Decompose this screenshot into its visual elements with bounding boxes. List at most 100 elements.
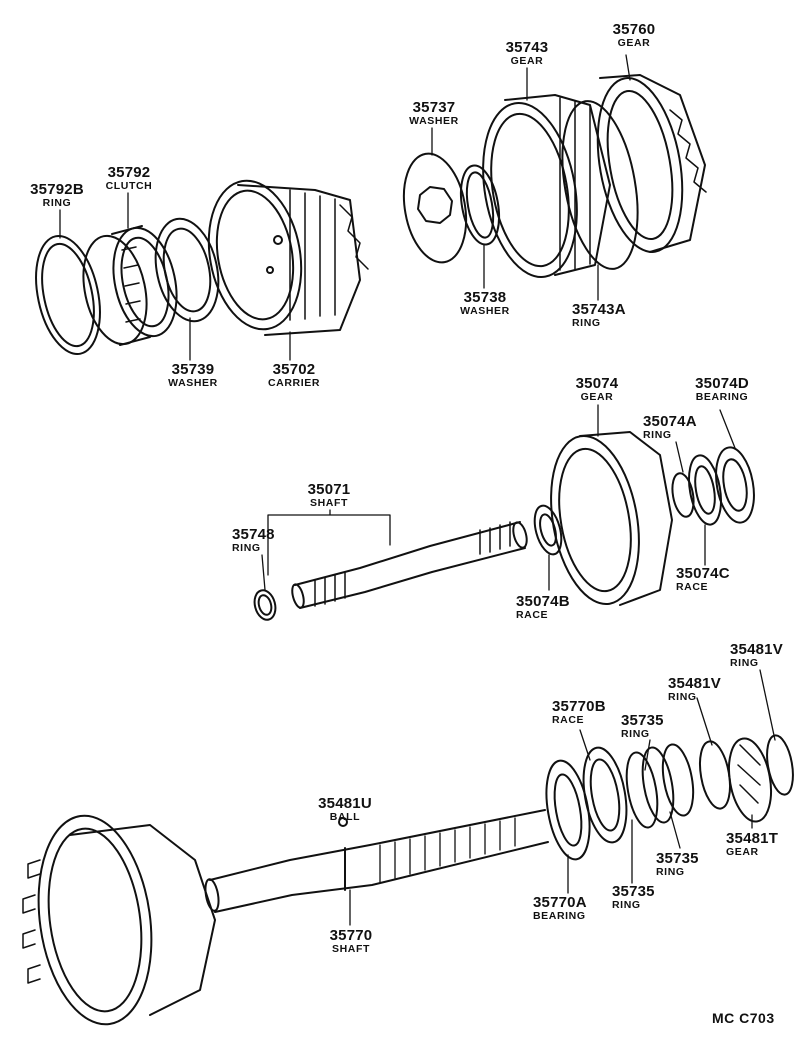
part-label-35071: 35071 SHAFT [298,482,360,509]
ring-35074a-drawing [671,472,695,518]
part-label-35739: 35739 WASHER [158,362,228,389]
part-number: 35792 [107,164,151,181]
ring-35748-drawing [253,589,277,621]
part-name: GEAR [510,55,544,67]
ring-35743a-drawing [561,100,639,270]
part-number: 35702 [272,361,316,378]
part-number: 35074C [676,565,730,582]
carrier-35702-drawing [207,179,369,336]
ball-35481u-drawing [338,817,348,827]
part-name: RING [730,657,759,669]
part-number: 35743 [505,39,549,56]
rings-35735-drawing [625,743,695,829]
race-35074b-drawing [533,504,563,556]
part-name: SHAFT [310,497,348,509]
part-number: 35770 [329,927,373,944]
part-label-35735-mid: 35735 RING [656,851,718,878]
part-name: RING [42,197,72,209]
part-name: RING [643,429,672,441]
part-name: WASHER [409,115,459,127]
part-name: RACE [552,714,585,726]
part-label-35481v-top: 35481V RING [730,642,800,669]
part-name: WASHER [168,377,218,389]
part-label-35074d: 35074D BEARING [684,376,760,403]
race-35770b-drawing [582,746,628,844]
part-name: CLUTCH [105,180,153,192]
part-name: GEAR [617,37,651,49]
part-label-35737: 35737 WASHER [400,100,468,127]
part-name: RING [621,728,650,740]
part-label-35735-top: 35735 RING [621,713,683,740]
part-name: WASHER [460,305,510,317]
part-number: 35770B [552,698,606,715]
part-label-35738: 35738 WASHER [450,290,520,317]
part-number: 35074B [516,593,570,610]
part-label-35074: 35074 GEAR [566,376,628,403]
part-name: SHAFT [332,943,370,955]
gear-35481t-drawing [727,737,773,823]
part-label-35792: 35792 CLUTCH [98,165,160,192]
diagram-code: MC C703 [712,1010,775,1026]
part-number: 35748 [232,526,275,543]
part-label-35481v-mid: 35481V RING [668,676,738,703]
part-name: RING [612,899,641,911]
part-label-35074b: 35074B RACE [516,594,590,621]
part-name: RING [232,542,261,554]
shaft-35770-drawing [204,809,549,913]
part-label-35074c: 35074C RACE [676,566,750,593]
part-name: BALL [329,811,361,823]
part-number: 35735 [612,883,655,900]
part-name: GEAR [580,391,614,403]
part-number: 35074 [575,375,619,392]
part-number: 35071 [307,481,351,498]
ring-35481v-top-drawing [766,734,794,796]
part-number: 35481T [726,830,779,847]
part-label-35702: 35702 CARRIER [258,362,330,389]
part-number: 35074A [643,413,697,430]
bearing-35074d-drawing [715,446,755,524]
part-number: 35735 [656,850,699,867]
ring-35792b-drawing [35,234,101,356]
part-number: 35481V [730,641,783,658]
part-number: 35481U [318,795,372,812]
part-label-35770a: 35770A BEARING [533,895,611,922]
race-35074c-drawing [688,454,722,526]
part-label-35481t: 35481T GEAR [726,831,796,858]
part-number: 35770A [533,894,587,911]
part-number: 35738 [463,289,507,306]
part-name: RACE [676,581,709,593]
part-number: 35735 [621,712,664,729]
part-number: 35737 [412,99,456,116]
part-label-35743a: 35743A RING [572,302,648,329]
part-label-35743: 35743 GEAR [497,40,557,67]
part-label-35760: 35760 GEAR [604,22,664,49]
part-label-35481u: 35481U BALL [313,796,377,823]
part-number: 35074D [695,375,749,392]
part-label-35074a: 35074A RING [643,414,715,441]
part-number: 35792B [30,181,84,198]
washer-35738-drawing [459,164,501,246]
part-name: RING [572,317,601,329]
part-number: 35743A [572,301,626,318]
leader-lines [59,54,776,926]
shaft-35071-drawing [291,521,528,609]
part-label-35770b: 35770B RACE [552,699,624,726]
part-label-35748: 35748 RING [232,527,294,554]
part-label-35735-low: 35735 RING [612,884,674,911]
gear-35743-drawing [482,94,611,279]
gear-35760-drawing [596,74,707,253]
part-number: 35481V [668,675,721,692]
part-name: RING [668,691,697,703]
part-number: 35760 [612,21,656,38]
part-number: 35739 [171,361,215,378]
gear-35074-drawing [550,431,673,606]
part-label-35770: 35770 SHAFT [318,928,384,955]
washer-35737-drawing [402,152,468,264]
part-name: BEARING [533,910,586,922]
part-label-35792b: 35792B RING [24,182,90,209]
part-name: RING [656,866,685,878]
part-name: BEARING [695,391,749,403]
drum-drawing [22,814,216,1026]
